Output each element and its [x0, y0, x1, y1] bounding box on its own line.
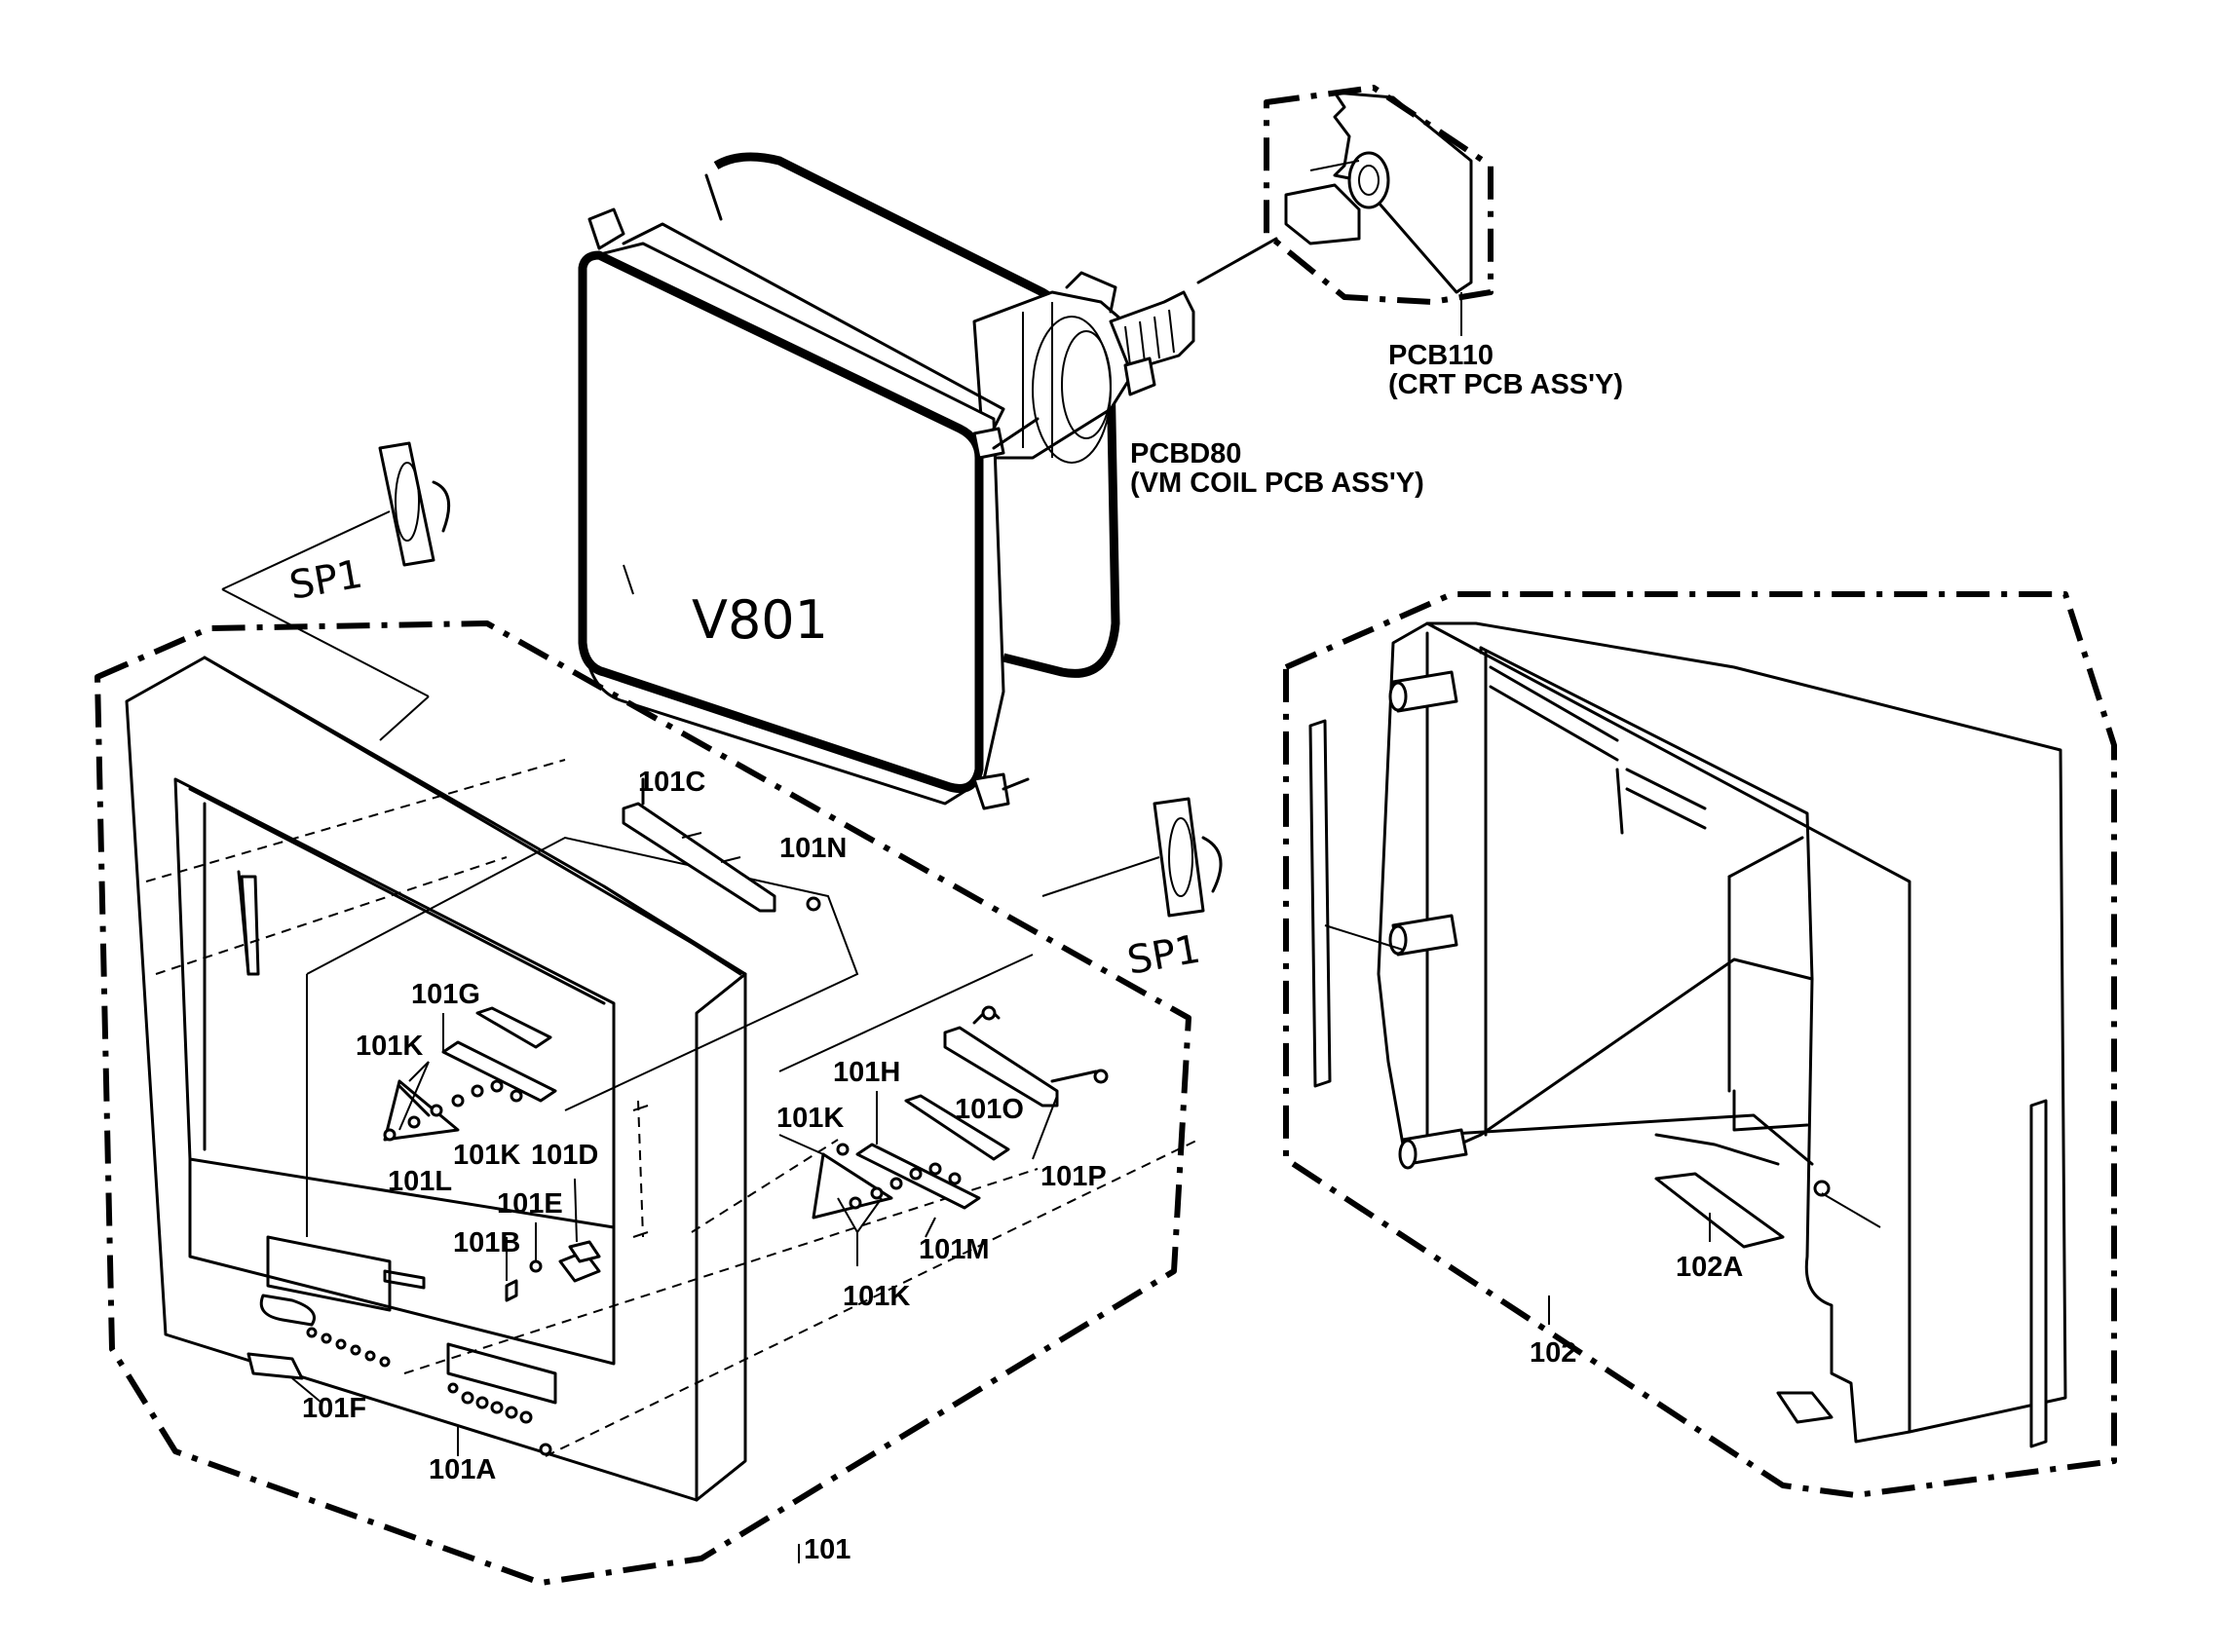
- part-101o-bracket: [943, 1005, 1109, 1160]
- part-101k-label-c: 101K: [776, 1103, 844, 1134]
- pcb110-label: PCB110: [1388, 340, 1494, 371]
- part-101m-label: 101M: [919, 1234, 990, 1265]
- part-101n-label: 101N: [779, 833, 847, 864]
- part-101b-label: 101B: [453, 1227, 520, 1258]
- part-101f: [246, 1352, 322, 1404]
- back-cabinet-label: 102: [1530, 1337, 1576, 1369]
- front-cabinet-boundary: [95, 620, 1191, 1586]
- part-101k-label-b: 101K: [453, 1140, 520, 1171]
- right-speaker-label: SP1: [1124, 927, 1204, 984]
- part-101p-label: 101P: [1040, 1161, 1107, 1192]
- part-101a-label: 101A: [429, 1454, 496, 1485]
- front-cabinet: [125, 656, 1199, 1502]
- part-101g-label: 101G: [411, 979, 480, 1010]
- part-101c-label: 101C: [638, 767, 705, 798]
- part-102a-label: 102A: [1676, 1252, 1743, 1283]
- part-101h-board: [812, 1091, 1010, 1220]
- back-cabinet-boundary: [1283, 591, 2117, 1498]
- part-101e-label: 101E: [497, 1188, 563, 1220]
- left-speaker-label: SP1: [286, 552, 366, 609]
- part-101c-bracket: [622, 777, 821, 913]
- pcbd80-label: PCBD80: [1130, 438, 1241, 469]
- part-101o-label: 101O: [955, 1094, 1024, 1125]
- part-101k-label-d: 101K: [843, 1281, 910, 1312]
- part-101h-label: 101H: [833, 1057, 900, 1088]
- part-101d-label: 101D: [531, 1140, 598, 1171]
- right-speaker: [1041, 797, 1223, 918]
- part-101g-board: [383, 1006, 557, 1142]
- control-button-row: [306, 1327, 552, 1456]
- front-cabinet-label: 101: [804, 1534, 851, 1565]
- part-101f-label: 101F: [302, 1393, 366, 1424]
- pcb110-desc-label: (CRT PCB ASS'Y): [1388, 369, 1623, 400]
- small-parts-101b-d-e: [505, 1178, 601, 1302]
- crt-label: V801: [692, 589, 828, 651]
- crt-pcb-assembly: [1196, 85, 1494, 336]
- pcbd80-desc-label: (VM COIL PCB ASS'Y): [1130, 468, 1424, 499]
- part-101k-label-a: 101K: [356, 1031, 423, 1062]
- back-cabinet: [1308, 621, 2067, 1448]
- crt-tube: [578, 152, 1195, 810]
- part-101l-label: 101L: [388, 1166, 452, 1197]
- left-speaker: [221, 441, 451, 741]
